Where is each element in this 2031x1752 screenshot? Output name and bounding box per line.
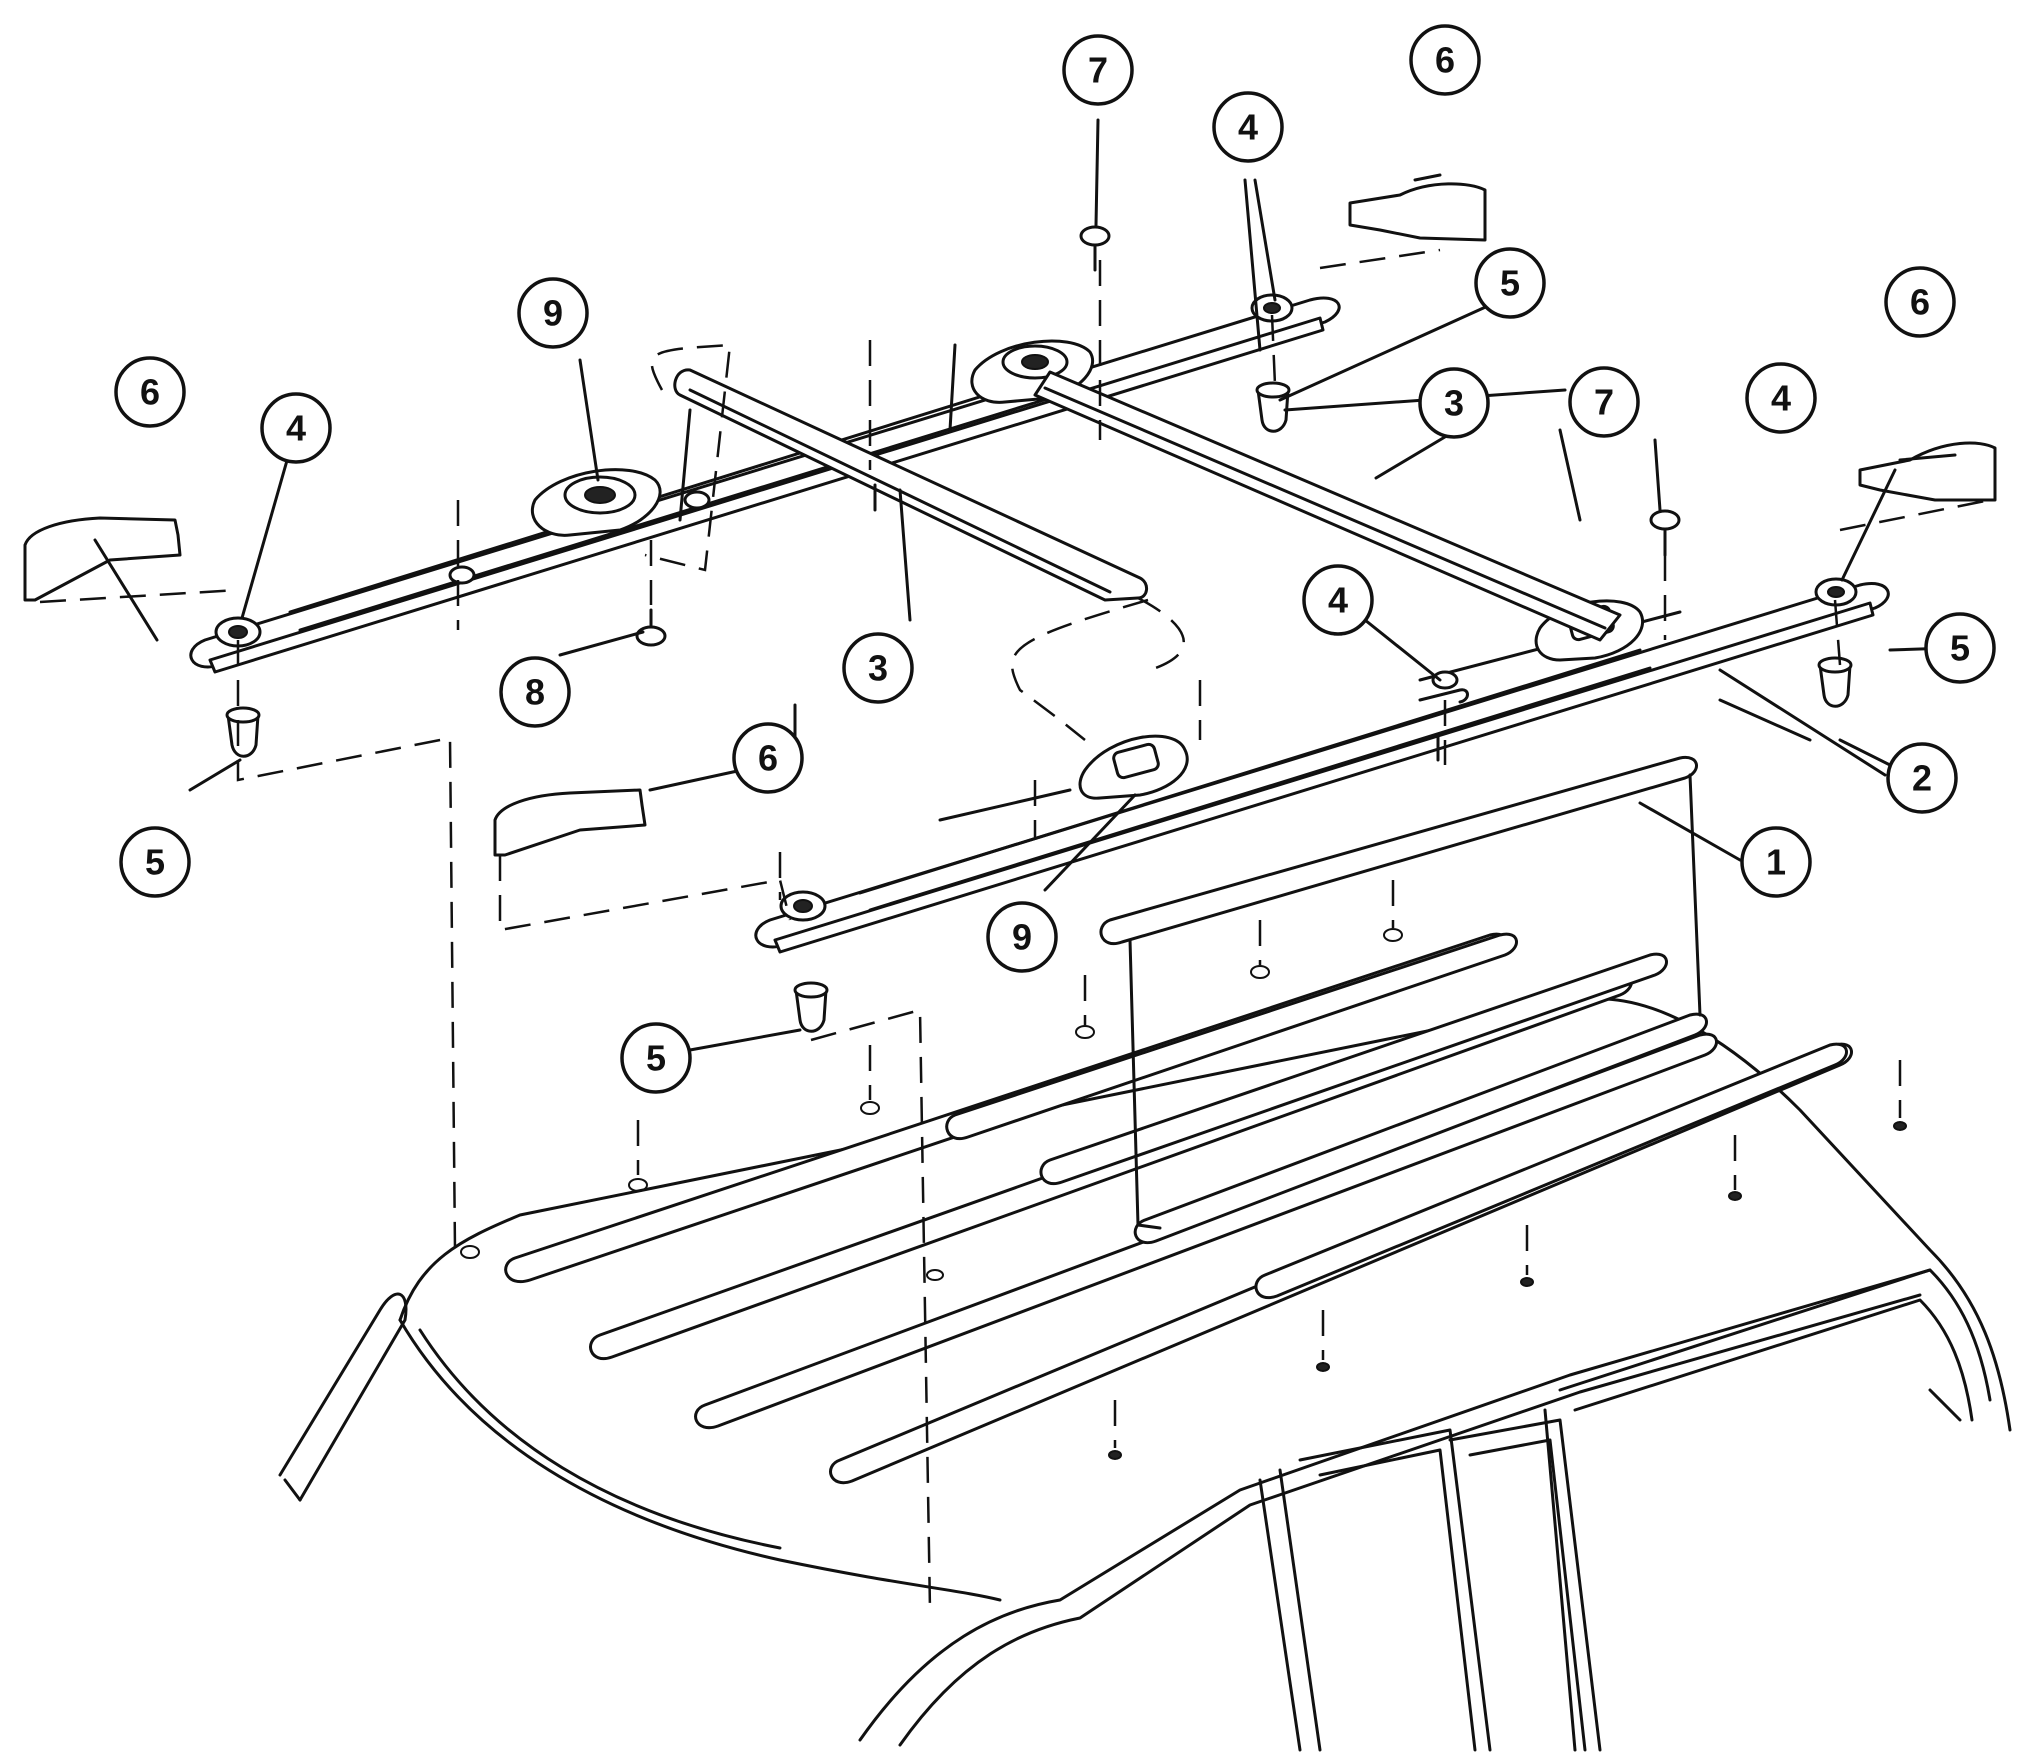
plug-part-5 xyxy=(1817,656,1853,708)
door-frame-front xyxy=(1258,1428,1492,1752)
left-side-rail xyxy=(189,293,1341,674)
callout-8: 8 xyxy=(499,656,571,728)
callout-label: 5 xyxy=(1500,263,1520,304)
roof-strip xyxy=(694,1032,1718,1430)
callout-label: 6 xyxy=(1910,282,1930,323)
crossbars xyxy=(673,368,1622,642)
end-cap xyxy=(23,516,182,602)
callout-label: 9 xyxy=(543,293,563,334)
callout-7: 7 xyxy=(1568,366,1640,438)
callout-label: 4 xyxy=(1771,378,1791,419)
callout-5: 5 xyxy=(1474,247,1546,319)
callout-4: 4 xyxy=(1212,91,1284,163)
end-cap xyxy=(1858,441,1997,502)
callout-7: 7 xyxy=(1062,34,1134,106)
callout-6: 6 xyxy=(732,722,804,794)
callout-6: 6 xyxy=(1884,266,1956,338)
windshield-pillar xyxy=(278,1292,408,1502)
end-caps xyxy=(23,182,1997,857)
front-crossbar xyxy=(673,368,1148,602)
callout-label: 3 xyxy=(868,648,888,689)
callout-5: 5 xyxy=(620,1022,692,1094)
vehicle-side xyxy=(858,1268,1932,1742)
roof-strip xyxy=(945,932,1518,1141)
callout-label: 4 xyxy=(286,408,306,449)
callout-label: 5 xyxy=(145,842,165,883)
callout-4: 4 xyxy=(260,392,332,464)
callout-6: 6 xyxy=(1409,24,1481,96)
callout-label: 6 xyxy=(1435,40,1455,81)
callout-label: 6 xyxy=(140,372,160,413)
callout-6: 6 xyxy=(114,356,186,428)
door-frame-rear xyxy=(1448,1418,1602,1752)
roof-strips xyxy=(504,932,1853,1485)
callout-9: 9 xyxy=(517,277,589,349)
callout-label: 5 xyxy=(646,1038,666,1079)
plug-part-5 xyxy=(1255,381,1291,433)
plug-part-5 xyxy=(225,706,261,758)
callout-4: 4 xyxy=(1302,564,1374,636)
bolt-part-8 xyxy=(635,608,667,647)
callout-5: 5 xyxy=(119,826,191,898)
end-cap xyxy=(1348,182,1487,242)
callout-label: 9 xyxy=(1012,917,1032,958)
callout-label: 7 xyxy=(1594,382,1614,423)
roof-front-edge xyxy=(398,1318,1002,1602)
plug-part-5 xyxy=(793,981,829,1033)
callout-1: 1 xyxy=(1740,826,1812,898)
callout-label: 3 xyxy=(1444,383,1464,424)
vehicle-body xyxy=(278,880,2012,1752)
screw-part-7 xyxy=(1649,509,1681,557)
callout-label: 2 xyxy=(1912,758,1932,799)
callout-4: 4 xyxy=(1745,362,1817,434)
callout-3: 3 xyxy=(842,632,914,704)
callout-label: 8 xyxy=(525,672,545,713)
end-cap xyxy=(493,788,647,857)
callout-label: 6 xyxy=(758,738,778,779)
roof-mounting-holes xyxy=(460,928,1907,1460)
right-side-rail xyxy=(754,577,1890,954)
rail-strip-part-1 xyxy=(1099,755,1702,1230)
callout-label: 5 xyxy=(1950,628,1970,669)
callout-label: 4 xyxy=(1238,107,1258,148)
screw-part-7 xyxy=(1079,225,1111,272)
assembly-lines xyxy=(39,248,1991,1611)
callout-2: 2 xyxy=(1886,742,1958,814)
callout-5: 5 xyxy=(1924,612,1996,684)
fasteners xyxy=(225,225,1853,1033)
callout-label: 1 xyxy=(1766,842,1786,883)
callout-label: 7 xyxy=(1088,50,1108,91)
callout-label: 4 xyxy=(1328,580,1348,621)
roof-strip xyxy=(1254,1042,1848,1300)
roof-strip xyxy=(1039,952,1668,1186)
callout-3: 3 xyxy=(1418,367,1490,439)
callout-9: 9 xyxy=(986,901,1058,973)
